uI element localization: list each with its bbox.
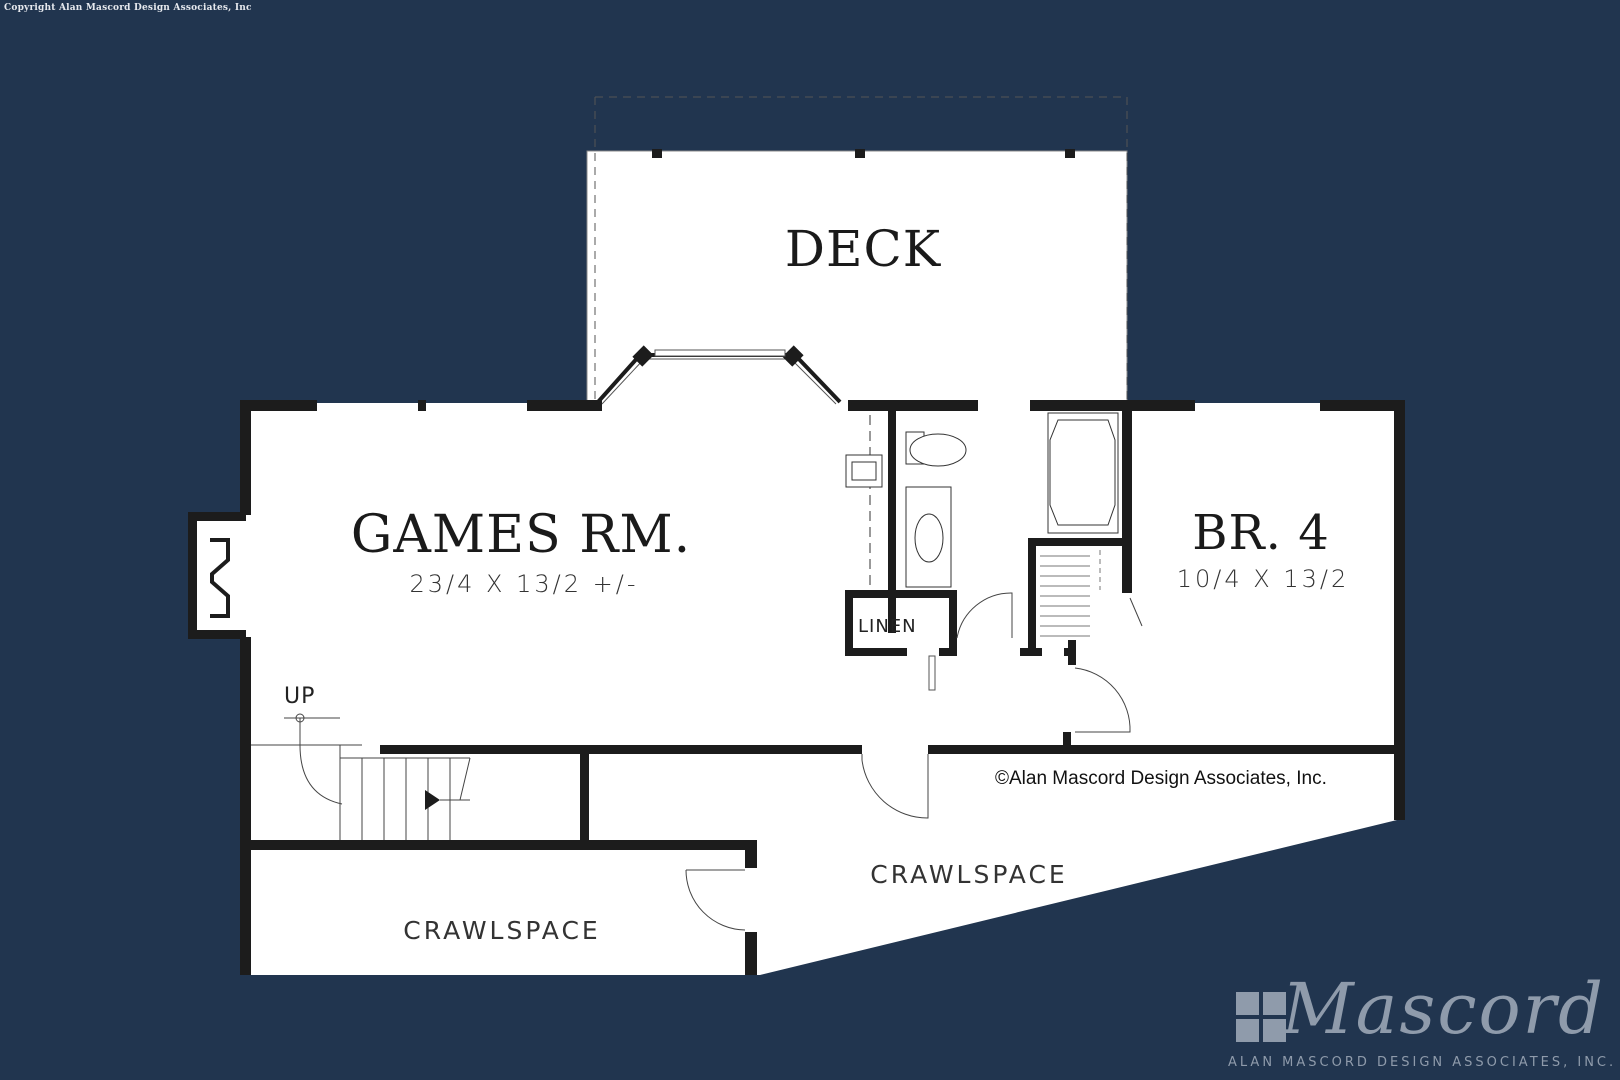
header-copyright: Copyright Alan Mascord Design Associates… [4,3,252,13]
closet-shelves [1040,550,1101,637]
fireplace-bump [190,515,245,637]
exterior-walls [188,400,1405,975]
bedroom4-title: BR. 4 [1192,505,1330,561]
interior-walls [251,403,1394,850]
bay-window [596,345,842,405]
games-room-dimensions: 23/4 X 13/2 +/- [409,570,639,598]
logo-grid-icon [1236,992,1286,1042]
stairs-up-label: UP [284,684,316,709]
plan-copyright: ©Alan Mascord Design Associates, Inc. [995,768,1327,789]
staircase [251,713,471,840]
crawlspace-left-label: CRAWLSPACE [403,916,601,945]
door-swings [685,592,1143,931]
main-floor [245,403,1405,975]
linen-label: LINEN [858,616,917,637]
deck-area [586,96,1128,407]
crawlspace-right-label: CRAWLSPACE [870,860,1068,889]
fireplace-outline [210,538,230,618]
logo-script: Mascord [1282,968,1605,1050]
deck-title: DECK [784,220,942,278]
logo-subtitle: ALAN MASCORD DESIGN ASSOCIATES, INC. [1228,1055,1617,1070]
games-room-title: GAMES RM. [350,505,692,565]
bathroom-fixtures [845,412,1119,590]
bedroom4-dimensions: 10/4 X 13/2 [1176,565,1350,593]
